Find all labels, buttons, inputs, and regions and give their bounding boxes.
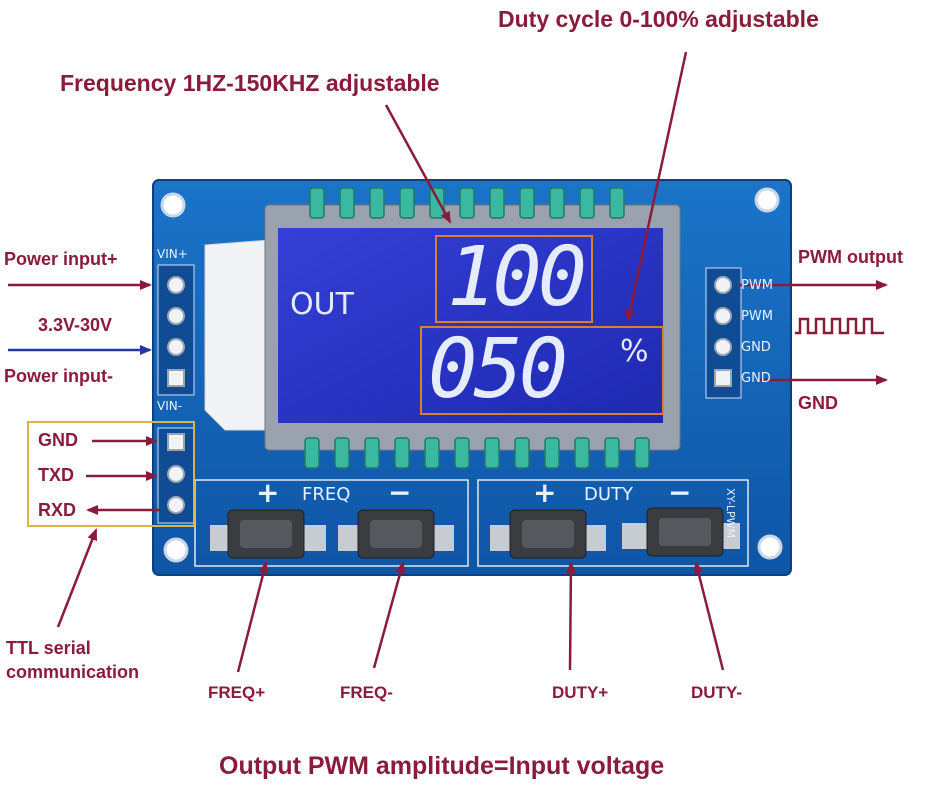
frequency-highlight-box [435, 235, 593, 323]
pin-gnd1-label: GND [741, 340, 771, 355]
lcd-backlight-strip [204, 239, 271, 431]
frequency-arrow [384, 104, 452, 224]
mounting-hole [163, 537, 189, 563]
ttl-highlight-box [27, 421, 195, 527]
duty-minus-label: DUTY- [691, 683, 742, 702]
pwm-waveform-icon [795, 317, 884, 335]
duty-cycle-title: Duty cycle 0-100% adjustable [498, 6, 819, 32]
gnd-left-label: GND [38, 430, 78, 450]
lcd-percent-sign: % [620, 334, 649, 369]
bottom-caption: Output PWM amplitude=Input voltage [219, 752, 665, 780]
power-input-plus-label: Power input+ [4, 249, 118, 269]
ttl-serial-label-line2: communication [6, 662, 140, 682]
duty-plus-button [490, 509, 606, 559]
pin-pwm1-label: PWM [741, 278, 773, 293]
lcd-pins-top [309, 187, 625, 219]
freq-plus-button [210, 509, 326, 559]
duty-cycle-arrow [625, 51, 688, 322]
duty-minus-button [622, 507, 740, 557]
lcd-mode-label: OUT [290, 287, 354, 322]
pin-gnd2-label: GND [741, 371, 771, 386]
lcd-pins-bottom [304, 437, 650, 469]
duty-minus-arrow [693, 561, 725, 671]
lcd-frequency-value: 100 [447, 230, 587, 325]
txd-label: TXD [38, 465, 74, 485]
freq-plus-label: FREQ+ [208, 683, 266, 702]
voltage-range-label: 3.3V-30V [38, 315, 113, 335]
gnd-right-label: GND [798, 393, 838, 413]
freq-plus-sign: + [256, 476, 280, 509]
vin-plus-label: VIN+ [157, 247, 188, 261]
vin-minus-label: VIN- [157, 399, 183, 413]
freq-minus-button [338, 509, 454, 559]
mounting-hole [754, 187, 780, 213]
ttl-serial-label-line1: TTL serial [6, 638, 91, 658]
lcd-screen [278, 228, 663, 423]
freq-minus-sign: − [388, 476, 412, 509]
mounting-hole [160, 192, 186, 218]
mounting-hole [757, 534, 783, 560]
pwm-output-label: PWM output [798, 247, 903, 267]
pin-pwm2-label: PWM [741, 309, 773, 324]
duty-button-group [477, 479, 749, 567]
duty-plus-arrow [565, 561, 576, 671]
duty-plus-sign: + [533, 476, 557, 509]
rxd-label: RXD [38, 500, 77, 520]
freq-minus-label: FREQ- [340, 683, 393, 702]
lcd-duty-value: 050 [428, 322, 568, 417]
freq-group-label: FREQ [302, 484, 351, 505]
duty-minus-sign: − [668, 476, 692, 509]
ttl-arrow [56, 528, 98, 628]
duty-highlight-box [420, 326, 664, 415]
model-label: XY-LPWM [724, 488, 737, 539]
freq-plus-arrow [236, 561, 269, 673]
power-input-minus-label: Power input- [4, 366, 113, 386]
duty-group-label: DUTY [584, 484, 634, 505]
freq-minus-arrow [372, 561, 406, 669]
duty-plus-label: DUTY+ [552, 683, 609, 702]
frequency-title: Frequency 1HZ-150KHZ adjustable [60, 70, 440, 96]
